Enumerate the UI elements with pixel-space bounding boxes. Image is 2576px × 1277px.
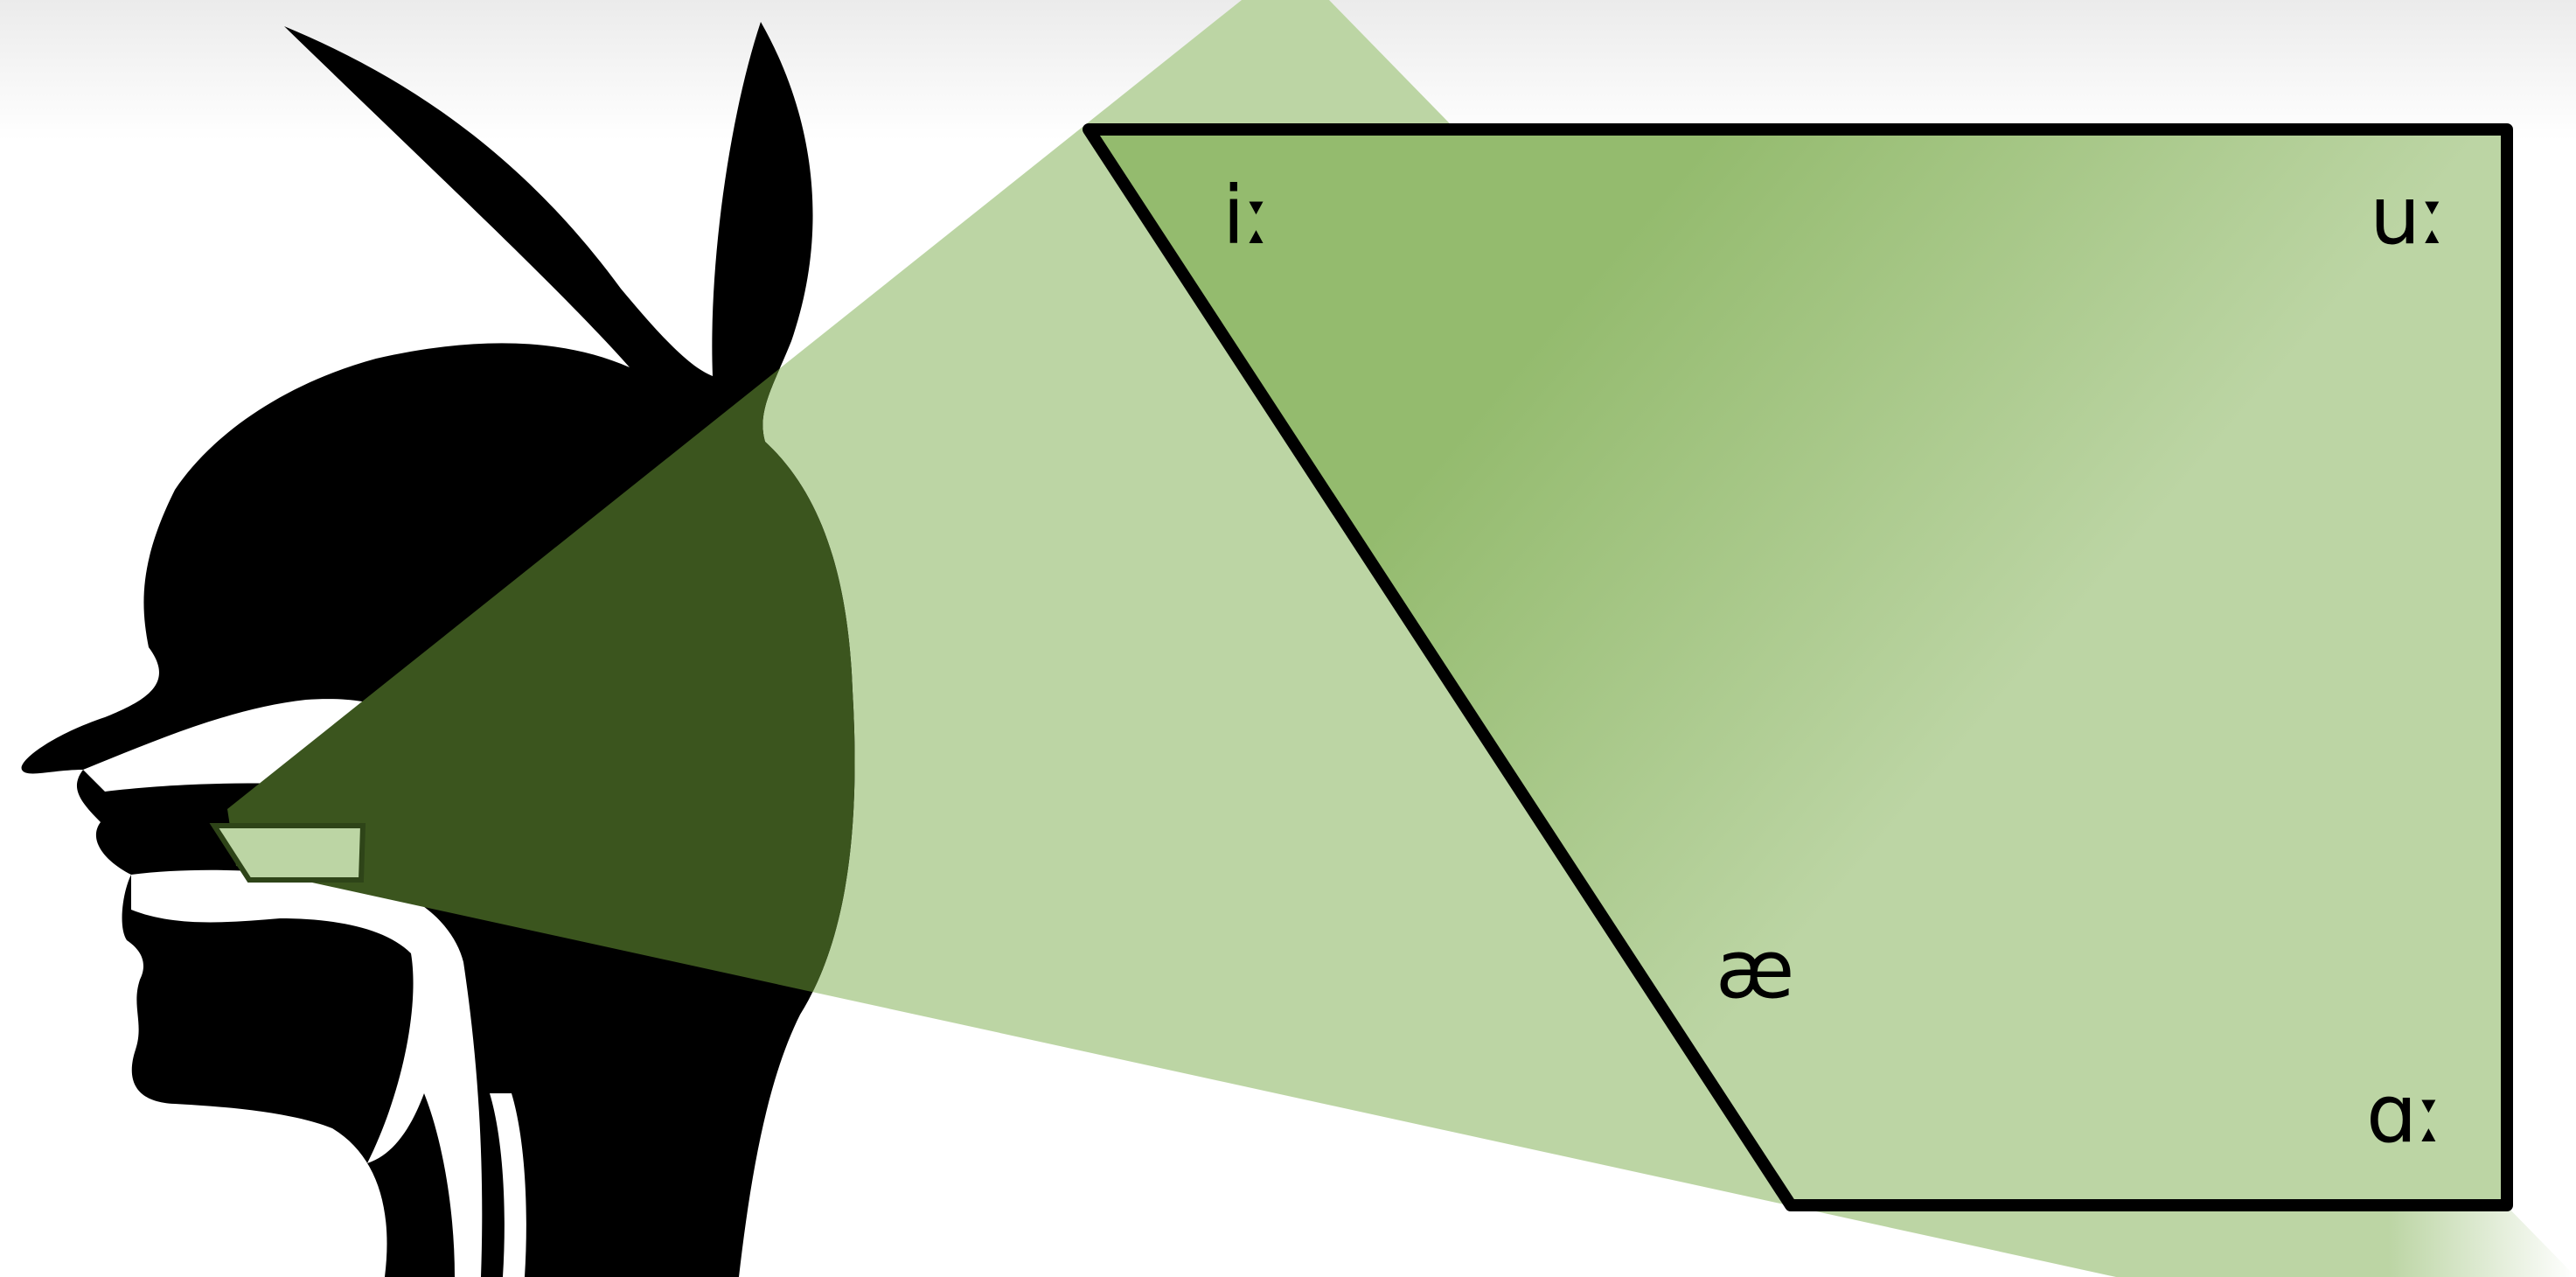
vowel-label-low-back: ɑː — [2366, 1067, 2444, 1161]
vowel-label-high-front: iː — [1222, 169, 1272, 262]
vowel-trapezoid-chart — [1083, 123, 2513, 1211]
beam-head-overlap — [227, 22, 855, 1277]
vowel-trapezoid-marker-icon — [209, 823, 366, 883]
vowel-label-low-front: æ — [1716, 923, 1794, 1016]
vowel-label-high-back: uː — [2370, 169, 2447, 262]
